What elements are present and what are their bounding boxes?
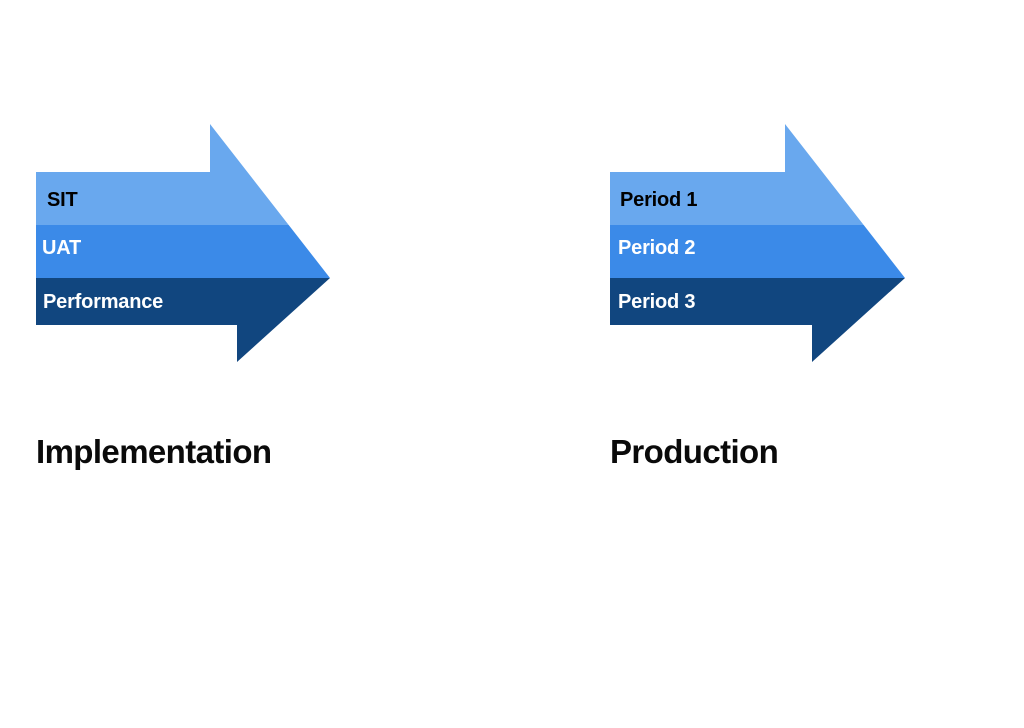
arrow-band-period-3[interactable] <box>610 278 905 362</box>
arrow-band-period-2[interactable] <box>610 225 905 278</box>
arrow-implementation-bands <box>36 124 330 362</box>
band-label-period-1: Period 1 <box>620 189 698 211</box>
band-label-uat: UAT <box>42 237 82 259</box>
arrow-production-bands <box>610 124 905 362</box>
arrow-band-performance[interactable] <box>36 278 330 362</box>
band-label-period-2: Period 2 <box>618 237 696 259</box>
arrow-band-sit[interactable] <box>36 124 289 225</box>
caption-implementation: Implementation <box>36 433 272 470</box>
caption-production: Production <box>610 433 779 470</box>
band-label-sit: SIT <box>47 189 78 211</box>
arrow-band-period-1[interactable] <box>610 124 864 225</box>
band-label-period-3: Period 3 <box>618 291 696 313</box>
band-label-performance: Performance <box>43 291 164 313</box>
arrow-band-uat[interactable] <box>36 225 330 278</box>
